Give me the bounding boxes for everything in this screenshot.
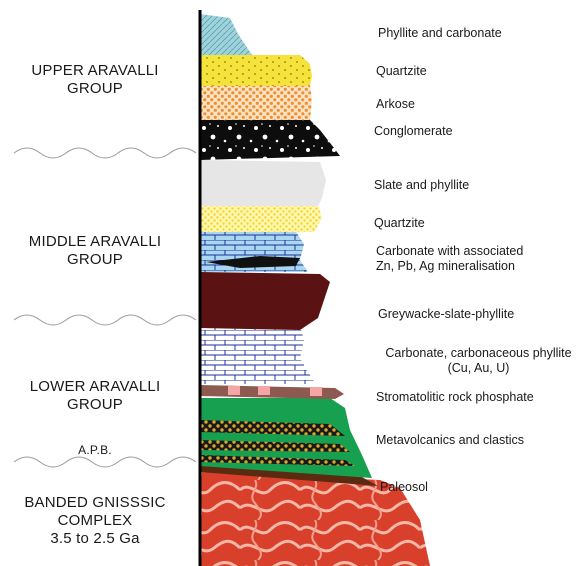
layer-quartzite-middle: [200, 205, 322, 232]
unconformity-middle: [14, 315, 196, 325]
label-stromatolitic: Stromatolitic rock phosphate: [376, 390, 534, 405]
label-phyllite-carbonate: Phyllite and carbonate: [378, 26, 502, 41]
layer-stromatolitic: [200, 385, 344, 399]
label-quartzite-middle: Quartzite: [374, 216, 425, 231]
stromatolite-mark-1: [228, 386, 240, 395]
stromatolite-mark-2: [258, 386, 270, 395]
label-quartzite-upper: Quartzite: [376, 64, 427, 79]
apb-label: A.P.B.: [0, 441, 190, 459]
label-conglomerate: Conglomerate: [374, 124, 453, 139]
label-carbonate-lower: Carbonate, carbonaceous phyllite (Cu, Au…: [376, 346, 581, 376]
layer-arkose: [200, 86, 312, 120]
basement-label: BANDED GNISSSIC COMPLEX 3.5 to 2.5 Ga: [0, 494, 190, 548]
label-greywacke: Greywacke-slate-phyllite: [378, 307, 514, 322]
layer-phyllite-carbonate: [200, 14, 252, 55]
layer-greywacke: [200, 272, 330, 330]
unconformity-upper: [14, 148, 196, 158]
label-carbonate-mineral: Carbonate with associated Zn, Pb, Ag min…: [376, 244, 523, 274]
layer-quartzite-upper: [200, 55, 312, 86]
layer-conglomerate: [200, 120, 340, 160]
stromatolite-mark-3: [310, 387, 322, 396]
layer-metavolcanics: [200, 398, 372, 478]
label-metavolcanics: Metavolcanics and clastics: [376, 433, 524, 448]
layer-slate-phyllite: [200, 160, 326, 206]
label-slate-phyllite: Slate and phyllite: [374, 178, 469, 193]
upper-aravalli-label: UPPER ARAVALLI GROUP: [0, 62, 190, 98]
layer-carbonate-lower: [200, 326, 316, 384]
label-paleosol: Paleosol: [380, 480, 428, 495]
middle-aravalli-label: MIDDLE ARAVALLI GROUP: [0, 233, 190, 269]
lower-aravalli-label: LOWER ARAVALLI GROUP: [0, 378, 190, 414]
label-arkose: Arkose: [376, 97, 415, 112]
